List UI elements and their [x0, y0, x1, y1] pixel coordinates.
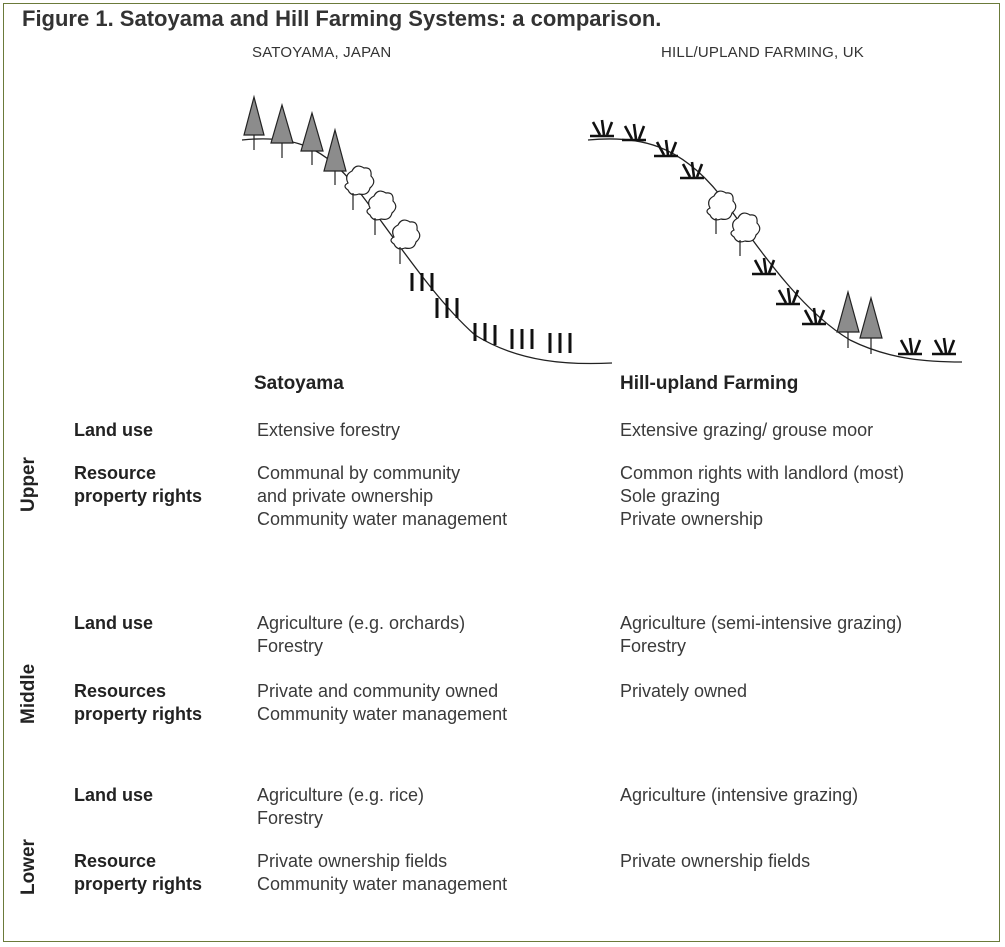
- cell-line: Forestry: [257, 636, 324, 656]
- cell-line: Private ownership fields: [620, 851, 811, 871]
- upper-land-use-hill: Extensive grazing/ grouse moor: [620, 419, 873, 442]
- figure-title: Figure 1. Satoyama and Hill Farming Syst…: [22, 6, 662, 31]
- middle-land-use-label: Land use: [74, 612, 153, 635]
- label-line: property rights: [74, 704, 203, 724]
- cell-line: Agriculture (semi-intensive grazing): [620, 613, 903, 633]
- zone-label-lower: Lower: [18, 839, 39, 895]
- label-line: Land use: [74, 613, 154, 633]
- cell-line: Communal by community: [257, 463, 461, 483]
- cell-line: Agriculture (intensive grazing): [620, 785, 859, 805]
- cell-line: Community water management: [257, 704, 508, 724]
- cell-line: Extensive forestry: [257, 420, 401, 440]
- label-line: Resource: [74, 463, 157, 483]
- cell-line: Extensive grazing/ grouse moor: [620, 420, 874, 440]
- lower-property-rights-hill: Private ownership fields: [620, 850, 810, 873]
- cell-line: Private ownership fields: [257, 851, 448, 871]
- middle-property-rights-satoyama: Private and community owned Community wa…: [257, 680, 507, 726]
- upper-property-rights-satoyama: Communal by community and private owners…: [257, 462, 507, 531]
- satoyama-column-header: Satoyama: [254, 373, 344, 394]
- zone-label-middle: Middle: [18, 663, 39, 724]
- middle-land-use-hill: Agriculture (semi-intensive grazing) For…: [620, 612, 902, 658]
- hill-column-header: Hill-upland Farming: [620, 373, 799, 394]
- upper-property-rights-label: Resource property rights: [74, 462, 202, 508]
- cell-line: Forestry: [620, 636, 687, 656]
- middle-land-use-satoyama: Agriculture (e.g. orchards) Forestry: [257, 612, 465, 658]
- upper-land-use-satoyama: Extensive forestry: [257, 419, 400, 442]
- satoyama-panel-label: SATOYAMA, JAPAN: [252, 44, 392, 61]
- upper-land-use-label: Land use: [74, 419, 153, 442]
- middle-property-rights-label: Resources property rights: [74, 680, 202, 726]
- upper-property-rights-hill: Common rights with landlord (most) Sole …: [620, 462, 904, 531]
- lower-land-use-hill: Agriculture (intensive grazing): [620, 784, 858, 807]
- label-line: property rights: [74, 874, 203, 894]
- cell-line: Agriculture (e.g. rice): [257, 785, 425, 805]
- hill-slope-illustration: [587, 119, 963, 363]
- figure-frame: [3, 3, 1000, 942]
- cell-line: Sole grazing: [620, 486, 721, 506]
- zone-label-upper: Upper: [18, 457, 39, 512]
- lower-property-rights-satoyama: Private ownership fields Community water…: [257, 850, 507, 896]
- cell-line: Forestry: [257, 808, 324, 828]
- cell-line: Privately owned: [620, 681, 748, 701]
- middle-property-rights-hill: Privately owned: [620, 680, 747, 703]
- label-line: Resources: [74, 681, 167, 701]
- cell-line: Private and community owned: [257, 681, 499, 701]
- lower-land-use-satoyama: Agriculture (e.g. rice) Forestry: [257, 784, 424, 830]
- cell-line: Agriculture (e.g. orchards): [257, 613, 466, 633]
- cell-line: Community water management: [257, 509, 508, 529]
- cell-line: Common rights with landlord (most): [620, 463, 905, 483]
- satoyama-slope-illustration: [241, 94, 613, 365]
- label-line: property rights: [74, 486, 203, 506]
- label-line: Land use: [74, 785, 154, 805]
- label-line: Resource: [74, 851, 157, 871]
- lower-land-use-label: Land use: [74, 784, 153, 807]
- cell-line: Private ownership: [620, 509, 764, 529]
- hill-panel-label: HILL/UPLAND FARMING, UK: [661, 44, 864, 61]
- label-line: Land use: [74, 420, 154, 440]
- cell-line: and private ownership: [257, 486, 434, 506]
- cell-line: Community water management: [257, 874, 508, 894]
- lower-property-rights-label: Resource property rights: [74, 850, 202, 896]
